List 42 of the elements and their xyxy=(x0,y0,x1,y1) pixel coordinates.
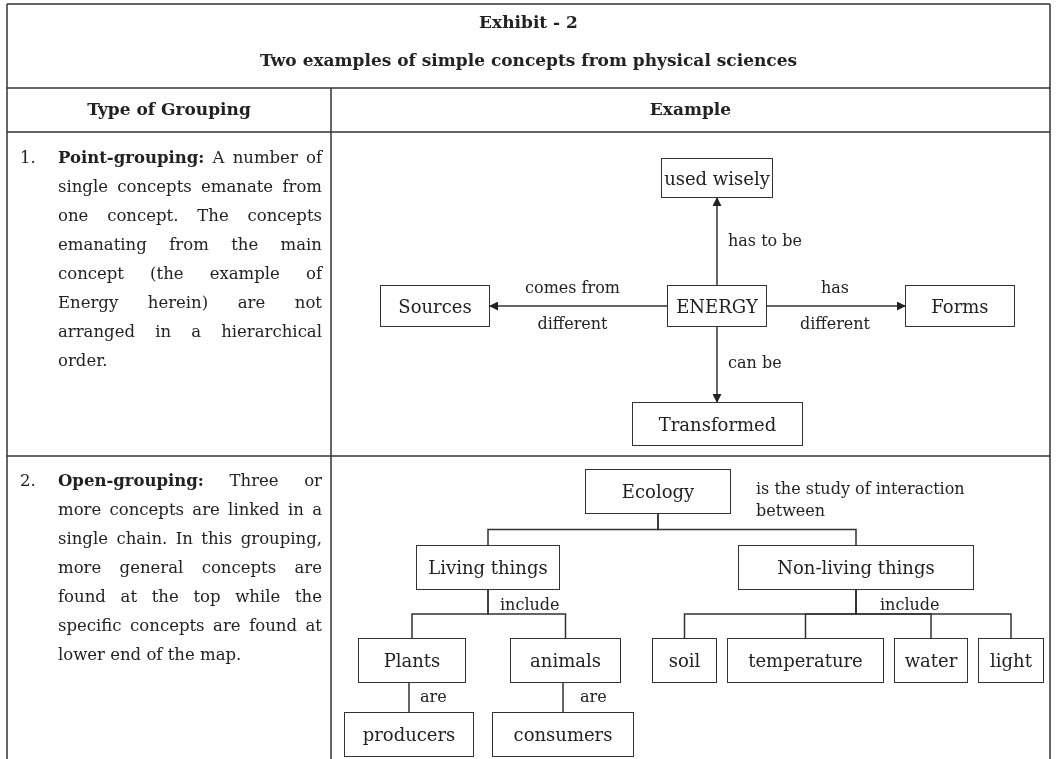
description-text: Point-grouping: A number of single concepts emanate from one concept. The concepts emanating from the main concept (the example of Energy herein) are not arranged in a hierarchical order. xyxy=(58,147,322,372)
concept-box: animals xyxy=(510,638,621,683)
concept-box: Non-living things xyxy=(738,545,974,590)
concept-box: light xyxy=(978,638,1044,683)
concept-box: Sources xyxy=(380,285,490,327)
concept-box: Transformed xyxy=(632,402,803,446)
concept-box: Plants xyxy=(358,638,466,683)
edge-label: are xyxy=(420,686,448,708)
concept-box: temperature xyxy=(727,638,884,683)
edge-label: are xyxy=(580,686,608,708)
edge-label: is the study of interaction between xyxy=(756,478,966,522)
concept-box: Ecology xyxy=(585,469,731,514)
connector-line xyxy=(562,682,564,713)
edge-label: include xyxy=(880,594,941,616)
concept-box: Forms xyxy=(905,285,1015,327)
concept-box: ENERGY xyxy=(667,285,767,327)
connector-line xyxy=(487,589,567,639)
connector-line xyxy=(855,589,1012,639)
edge-label: has different xyxy=(798,277,871,335)
edge-label: has to be xyxy=(728,230,803,252)
arrow xyxy=(766,301,906,311)
connector-line xyxy=(408,682,410,713)
description-text: Open-grouping: Three or more concepts are linked in a single chain. In this grouping, more general concepts are found at the top while the specific concepts are found at lower end of the map. xyxy=(58,470,322,666)
concept-box: water xyxy=(894,638,968,683)
edge-label: include xyxy=(500,594,561,616)
table-title: Exhibit - 2 xyxy=(478,12,579,32)
concept-box: Living things xyxy=(416,545,560,590)
concept-box: producers xyxy=(344,712,474,757)
edge-label: can be xyxy=(728,352,783,374)
column-header: Type of Grouping xyxy=(86,99,252,119)
table-subtitle: Two examples of simple concepts from physical sciences xyxy=(258,50,799,70)
arrow xyxy=(489,301,668,311)
row-number: 2. xyxy=(20,470,37,492)
row-number: 1. xyxy=(20,147,37,169)
arrow xyxy=(712,197,722,286)
concept-box: soil xyxy=(652,638,717,683)
connector-line xyxy=(657,513,857,546)
arrow xyxy=(712,326,722,403)
edge-label: comes from different xyxy=(524,277,621,335)
concept-box: used wisely xyxy=(661,158,773,198)
column-header: Example xyxy=(648,99,733,119)
concept-box: consumers xyxy=(492,712,634,757)
